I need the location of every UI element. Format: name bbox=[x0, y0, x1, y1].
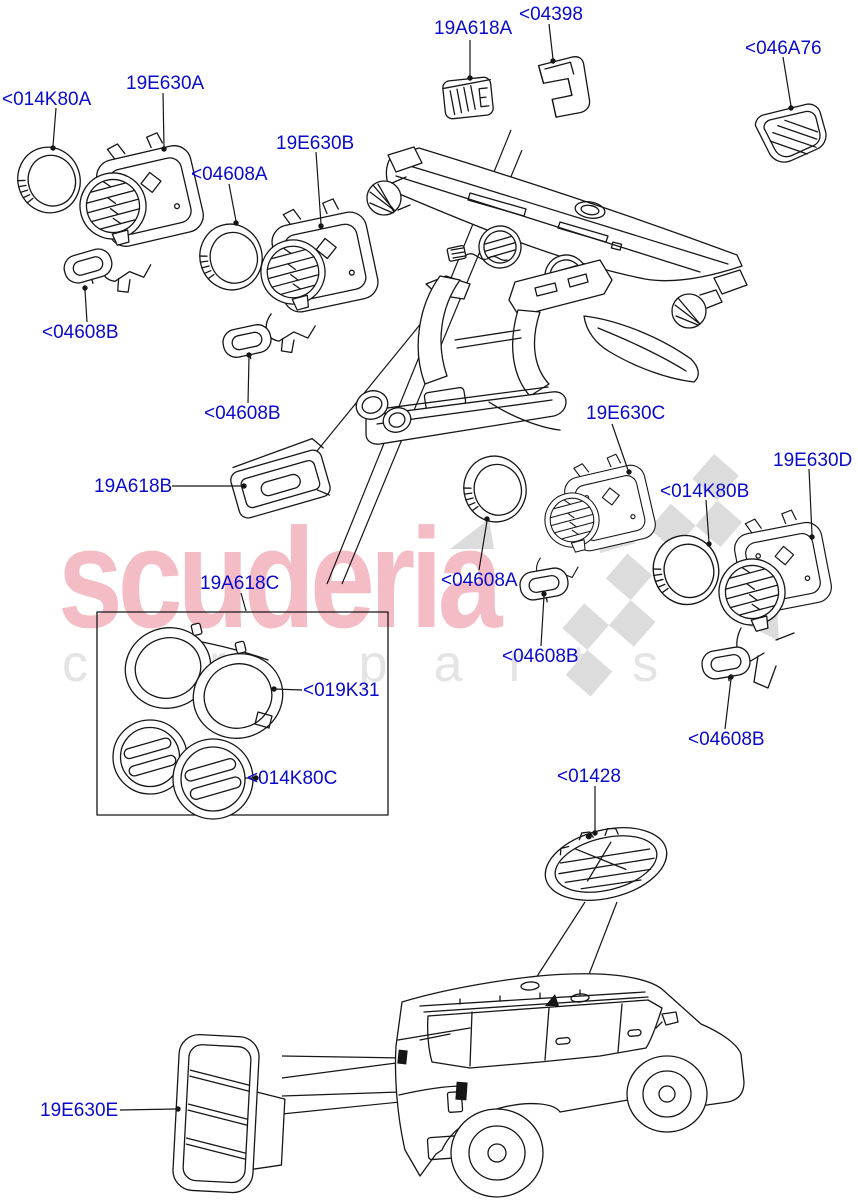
dashboard-duct-assembly bbox=[355, 146, 748, 445]
leader-lines bbox=[50, 23, 815, 1112]
corner-vent-046A76 bbox=[754, 103, 827, 163]
demister-grille-19A618A bbox=[442, 76, 494, 120]
part-label-19E630E[interactable]: 19E630E bbox=[40, 1100, 119, 1121]
part-label-04398[interactable]: <04398 bbox=[519, 4, 583, 25]
vent-assembly-19E630B bbox=[253, 192, 382, 357]
part-label-19E630C[interactable]: 19E630C bbox=[586, 403, 666, 424]
vehicle-line-drawing bbox=[394, 973, 745, 1198]
quarter-vent-duct-19E630E bbox=[172, 1033, 286, 1194]
gasket-04608B-2 bbox=[219, 321, 275, 365]
gasket-04608B-4 bbox=[699, 644, 754, 686]
part-label-014K80A[interactable]: <014K80A bbox=[2, 89, 92, 110]
part-label-04608B-3[interactable]: <04608B bbox=[502, 646, 579, 667]
part-label-04608B-2[interactable]: <04608B bbox=[204, 403, 281, 424]
part-label-19A618B[interactable]: 19A618B bbox=[94, 476, 173, 497]
part-label-19A618C[interactable]: 19A618C bbox=[200, 573, 280, 594]
part-label-19A618A[interactable]: 19A618A bbox=[434, 18, 513, 39]
part-label-01428[interactable]: <01428 bbox=[557, 766, 621, 787]
part-label-046A76[interactable]: <046A76 bbox=[745, 38, 822, 59]
part-label-19E630A[interactable]: 19E630A bbox=[126, 73, 205, 94]
vent-grille-19A618B bbox=[230, 437, 331, 519]
part-label-04608A-1[interactable]: <04608A bbox=[191, 164, 268, 185]
gasket-04608B-1 bbox=[60, 245, 117, 291]
console-box-19A618C bbox=[96, 611, 389, 816]
roof-vent-01428 bbox=[544, 827, 668, 901]
part-label-014K80B[interactable]: <014K80B bbox=[660, 481, 750, 502]
vent-bezel-04608A-2 bbox=[455, 448, 535, 530]
round-vent-grilles-014K80C bbox=[112, 719, 254, 820]
vent-bezel-04608A-1 bbox=[191, 216, 271, 298]
part-label-19E630B[interactable]: 19E630B bbox=[276, 133, 355, 154]
watermark-brand-text: scuderia bbox=[58, 499, 503, 658]
clip-04398 bbox=[537, 56, 591, 118]
vent-bezel-014K80A bbox=[8, 138, 90, 222]
checkered-flag-watermark bbox=[450, 454, 779, 697]
twin-duct-019K31 bbox=[124, 622, 284, 739]
part-label-04608B-1[interactable]: <04608B bbox=[42, 322, 119, 343]
part-label-19E630D[interactable]: 19E630D bbox=[773, 450, 853, 471]
part-label-019K31[interactable]: <019K31 bbox=[303, 680, 380, 701]
part-label-04608A-2[interactable]: <04608A bbox=[441, 570, 518, 591]
part-label-04608B-4[interactable]: <04608B bbox=[688, 729, 765, 750]
part-label-014K80C[interactable]: <014K80C bbox=[247, 768, 338, 789]
